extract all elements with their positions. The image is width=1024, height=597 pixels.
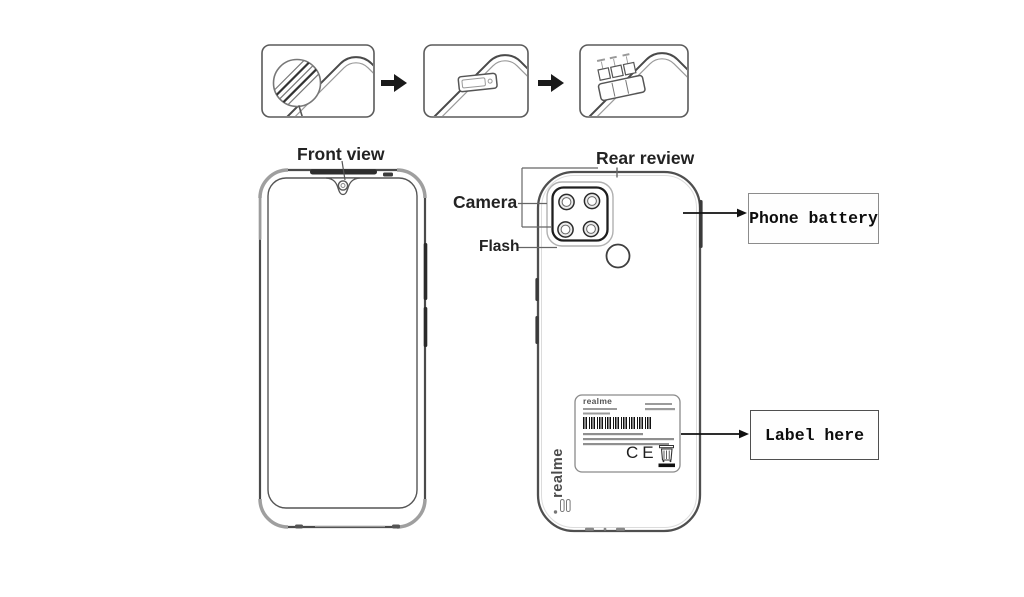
phone-battery-arrow bbox=[683, 208, 747, 218]
power-button bbox=[699, 200, 703, 248]
flash-annotation-label: Flash bbox=[479, 238, 520, 255]
corner-antenna-band bbox=[396, 498, 427, 529]
volume-down-button bbox=[535, 316, 539, 344]
camera-annotation-label: Camera bbox=[453, 192, 518, 212]
rear-camera-module bbox=[546, 181, 614, 247]
label-here-callout-box: Label here bbox=[750, 410, 879, 460]
label-here-arrow bbox=[681, 429, 749, 439]
sim-tray-slots-icon bbox=[581, 46, 687, 116]
barcode bbox=[583, 417, 651, 429]
camera-lens-icon bbox=[558, 193, 575, 211]
sim-tray-partial-icon bbox=[425, 46, 527, 116]
sim-tray-slot bbox=[258, 193, 262, 240]
sim-steps-row bbox=[261, 44, 689, 118]
device-label-brand: realme bbox=[583, 396, 613, 406]
ce-mark: CE bbox=[626, 443, 658, 462]
front-phone-drawing bbox=[258, 160, 428, 529]
volume-button bbox=[423, 243, 428, 300]
weee-bin-icon bbox=[658, 445, 675, 468]
rear-phone-drawing bbox=[535, 167, 703, 533]
front-camera-icon bbox=[337, 180, 349, 191]
corner-antenna-band bbox=[396, 168, 427, 199]
flash-lens-icon bbox=[582, 220, 600, 238]
camera-lens-icon bbox=[583, 192, 601, 210]
front-view-label: Front view bbox=[297, 144, 385, 164]
phone-battery-callout-text: Phone battery bbox=[749, 209, 878, 228]
rear-brand-vertical-logo: realme bbox=[550, 448, 566, 498]
regulatory-marks-icon bbox=[553, 499, 571, 514]
label-here-callout-text: Label here bbox=[764, 425, 865, 445]
camera-bracket-lines bbox=[518, 167, 598, 228]
sim-eject-pin-icon bbox=[263, 47, 373, 116]
front-view-leader-line bbox=[341, 160, 346, 181]
right-arrow-icon bbox=[538, 74, 564, 92]
camera-lens-icon bbox=[557, 221, 574, 238]
regulatory-label bbox=[574, 394, 681, 473]
rear-review-label: Rear review bbox=[596, 148, 695, 168]
volume-up-button bbox=[535, 278, 539, 301]
phone-battery-callout-box: Phone battery bbox=[748, 193, 879, 244]
corner-antenna-band bbox=[258, 498, 289, 529]
front-screen bbox=[267, 177, 418, 509]
right-arrow-icon bbox=[381, 74, 407, 92]
power-button bbox=[423, 307, 428, 347]
fingerprint-sensor bbox=[605, 243, 631, 269]
proximity-sensor bbox=[383, 172, 393, 177]
